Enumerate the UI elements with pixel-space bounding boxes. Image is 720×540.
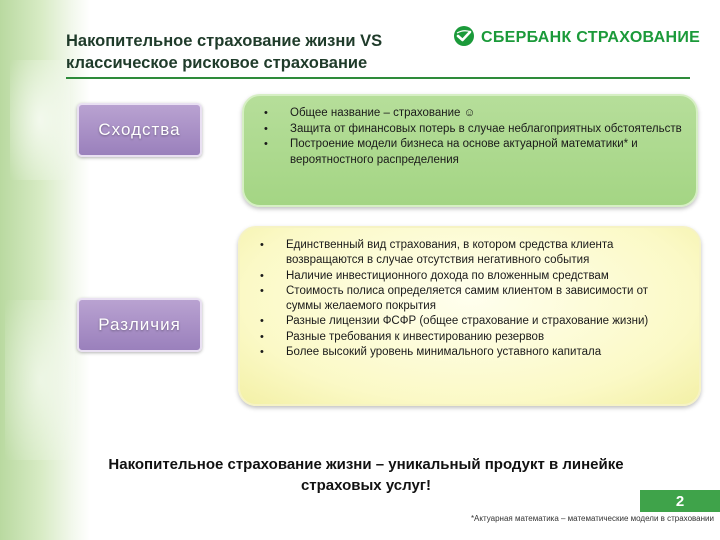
background-gradient xyxy=(0,0,90,540)
similarities-list: Общее название – страхование ☺ Защита от… xyxy=(264,106,682,168)
list-item: Построение модели бизнеса на основе акту… xyxy=(264,137,682,168)
conclusion-line-2: страховых услуг! xyxy=(300,477,432,494)
slide-title: Накопительное страхование жизни VS класс… xyxy=(66,30,456,74)
list-item: Единственный вид страхования, в котором … xyxy=(260,238,685,269)
list-item: Разные лицензии ФСФР (общее страхование … xyxy=(260,314,685,330)
conclusion-text: Накопительное страхование жизни – уникал… xyxy=(56,454,676,496)
sberbank-logo-icon xyxy=(453,25,475,52)
differences-box: Единственный вид страхования, в котором … xyxy=(238,226,701,406)
list-item: Общее название – страхование ☺ xyxy=(264,106,682,122)
list-item: Разные требования к инвестированию резер… xyxy=(260,330,685,346)
company-logo: СБЕРБАНК СТРАХОВАНИЕ xyxy=(453,25,701,52)
logo-text: СБЕРБАНК СТРАХОВАНИЕ xyxy=(481,29,701,46)
list-item: Более высокий уровень минимального устав… xyxy=(260,345,685,361)
list-item: Защита от финансовых потерь в случае неб… xyxy=(264,122,682,138)
conclusion-line-1: Накопительное страхование жизни – уникал… xyxy=(108,456,624,473)
similarities-label: Сходства xyxy=(77,103,202,157)
differences-label: Различия xyxy=(77,298,202,352)
title-divider xyxy=(66,77,690,79)
title-line-1: Накопительное страхование жизни VS xyxy=(66,32,383,50)
page-number: 2 xyxy=(640,490,720,512)
similarities-box: Общее название – страхование ☺ Защита от… xyxy=(242,94,698,207)
differences-list: Единственный вид страхования, в котором … xyxy=(260,238,685,361)
title-line-2: классическое рисковое страхование xyxy=(66,54,368,72)
footnote: *Актуарная математика – математические м… xyxy=(470,514,714,523)
list-item: Стоимость полиса определяется самим клие… xyxy=(260,284,685,315)
list-item: Наличие инвестиционного дохода по вложен… xyxy=(260,269,685,285)
